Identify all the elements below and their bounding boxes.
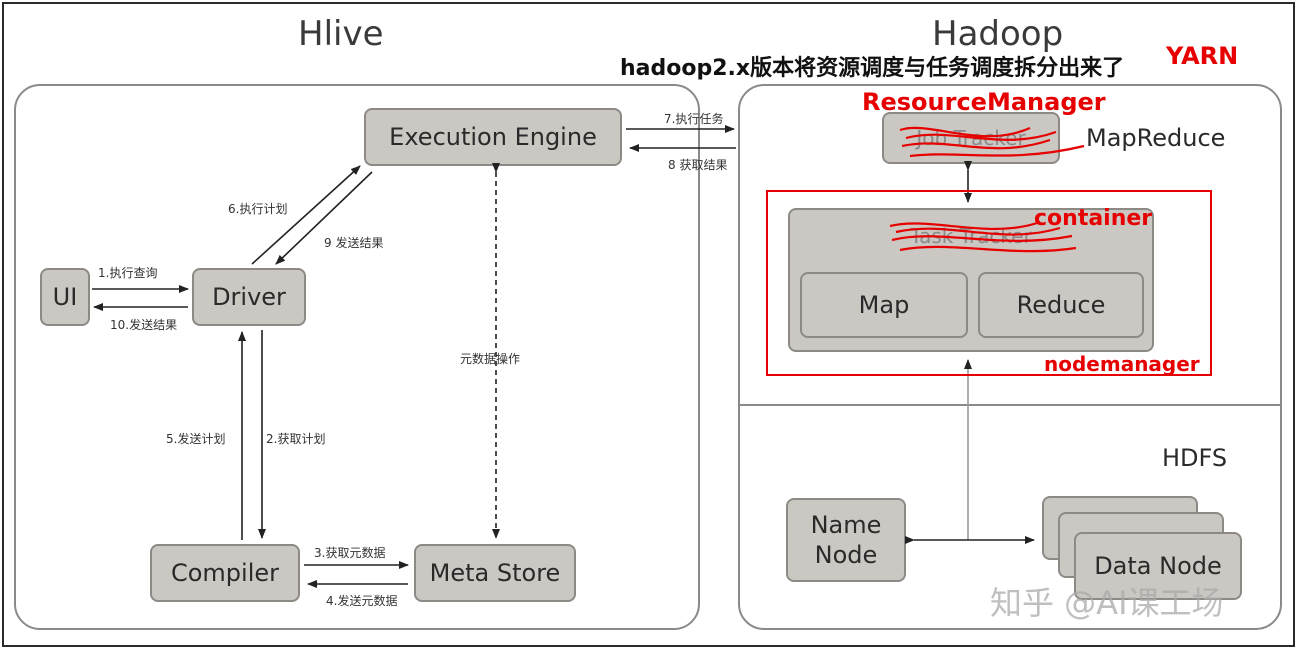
name-node-box: Name Node <box>786 498 906 582</box>
name-node-label: Name Node <box>810 511 882 569</box>
resource-manager-label: ResourceManager <box>862 88 1106 116</box>
nodemanager-label: nodemanager <box>1044 352 1200 376</box>
hive-title: Hlive <box>298 14 384 54</box>
label-step4: 4.发送元数据 <box>326 594 398 608</box>
driver-box: Driver <box>192 268 306 326</box>
label-step6: 6.执行计划 <box>228 202 288 216</box>
label-step8: 8 获取结果 <box>668 158 728 172</box>
label-step3: 3.获取元数据 <box>314 546 386 560</box>
label-step7: 7.执行任务 <box>664 112 724 126</box>
label-metadata-ops: 元数据操作 <box>460 352 521 366</box>
meta-store-box: Meta Store <box>414 544 576 602</box>
map-box: Map <box>800 272 968 338</box>
hadoop-title: Hadoop <box>932 14 1064 54</box>
note-text: hadoop2.x版本将资源调度与任务调度拆分出来了 <box>620 56 1125 81</box>
hadoop-divider <box>740 404 1280 406</box>
ui-box: UI <box>40 268 90 326</box>
label-step5: 5.发送计划 <box>166 432 226 446</box>
nodemanager-outline <box>766 190 1212 376</box>
reduce-box: Reduce <box>978 272 1144 338</box>
label-step10: 10.发送结果 <box>110 318 178 332</box>
scribble-task-tracker <box>889 220 1077 253</box>
label-step9: 9 发送结果 <box>324 236 384 250</box>
data-node-box: Data Node <box>1074 532 1242 600</box>
label-step1: 1.执行查询 <box>98 266 158 280</box>
label-step2: 2.获取计划 <box>266 432 326 446</box>
mapreduce-label: MapReduce <box>1086 124 1226 152</box>
hdfs-label: HDFS <box>1162 444 1228 472</box>
scribble-job-tracker <box>899 126 1085 158</box>
arrow-step9 <box>275 171 373 265</box>
yarn-label: YARN <box>1166 42 1239 70</box>
compiler-box: Compiler <box>150 544 300 602</box>
container-label: container <box>1034 206 1153 231</box>
watermark: 知乎 @AI课工场 <box>990 584 1224 622</box>
arrow-step6 <box>251 165 361 265</box>
